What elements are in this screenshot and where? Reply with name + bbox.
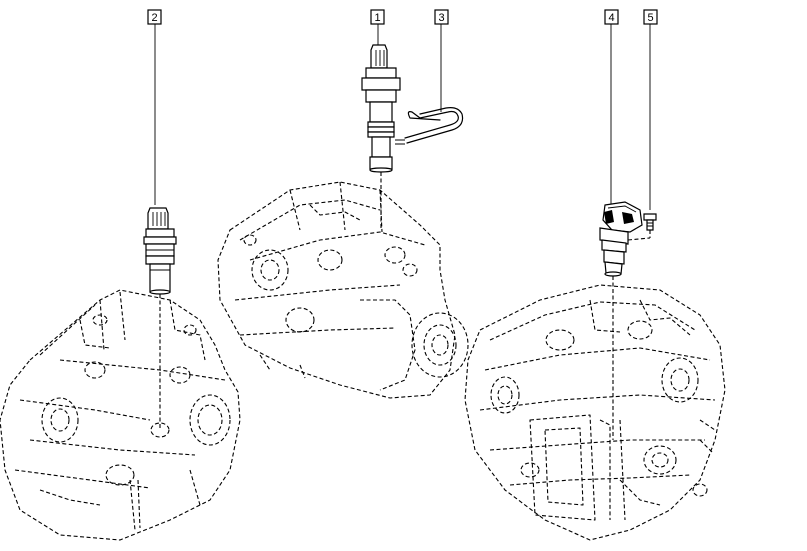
gearbox-left [0, 289, 241, 541]
callout-4-label: 4 [608, 12, 614, 24]
gearbox-right [464, 284, 726, 541]
callout-2-label: 2 [151, 12, 157, 24]
callout-4: 4 [604, 9, 619, 205]
sensor-part-4 [599, 201, 643, 440]
callout-5-label: 5 [647, 12, 653, 24]
sensor-part-2 [143, 207, 177, 430]
bolt-part-5 [627, 213, 657, 241]
callout-3-label: 3 [438, 12, 444, 24]
callout-5: 5 [643, 9, 658, 210]
callout-3: 3 [434, 9, 449, 112]
gearbox-center [217, 181, 469, 399]
callout-1-label: 1 [374, 12, 380, 24]
sensor-part-1 [361, 44, 401, 230]
callout-2: 2 [147, 9, 162, 205]
clip-part-3 [395, 107, 464, 145]
callout-1: 1 [370, 9, 385, 45]
